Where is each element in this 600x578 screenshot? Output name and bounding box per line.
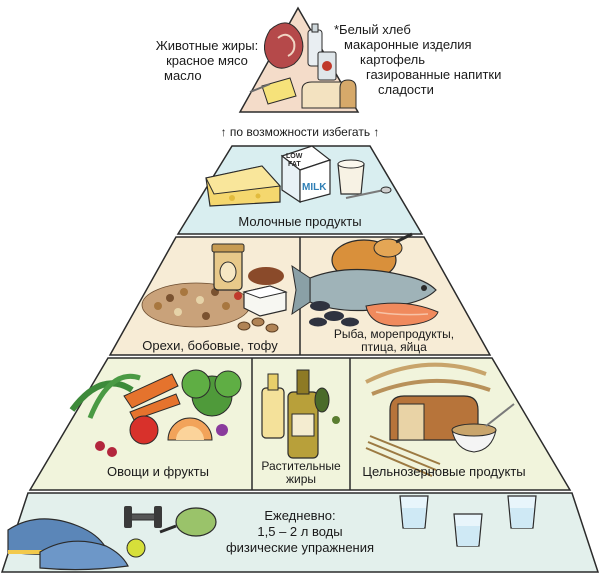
sneakers-icon xyxy=(7,518,129,571)
water-glass-3-icon xyxy=(507,495,537,529)
milk-carton-text-1: LOW xyxy=(286,153,303,160)
oil-bottles-icon xyxy=(261,369,340,459)
tofu-icon xyxy=(242,285,288,317)
nuts-legumes-tofu-label: Орехи, бобовые, тофу xyxy=(142,338,278,353)
whole-grains-label: Цельнозерновые продукты xyxy=(362,464,526,479)
tennis-ball-icon xyxy=(126,538,146,558)
vegetables-fruits-label: Овощи и фрукты xyxy=(107,464,209,479)
fish-poultry-eggs-label: Рыба, морепродукты, птица, яйца xyxy=(304,328,484,354)
top-right-line-4: газированные напитки xyxy=(366,67,502,82)
milk-carton-icon: LOW FAT MILK xyxy=(280,145,332,204)
red-meat-icon xyxy=(264,22,304,69)
daily-label: Ежедневно: 1,5 – 2 л воды физические упр… xyxy=(215,508,385,556)
dumbbell-icon xyxy=(124,506,162,528)
vegetable-oils-line-2: жиры xyxy=(285,472,317,486)
salmon-fillet-icon xyxy=(365,302,439,327)
nuts-beans-pile-icon xyxy=(141,282,279,333)
vegetable-oils-line-1: Растительные xyxy=(261,459,341,473)
whole-grains-icon xyxy=(365,362,515,477)
fish-poultry-eggs-line-2: птица, яйца xyxy=(361,340,427,354)
bread-loaf-icon xyxy=(301,79,357,109)
daily-line-3: физические упражнения xyxy=(225,540,375,555)
yogurt-icon xyxy=(337,159,392,199)
milk-carton-text-3: MILK xyxy=(302,182,327,193)
milk-carton-text-2: FAT xyxy=(288,161,301,168)
butter-icon xyxy=(249,77,297,105)
fish-icon xyxy=(291,264,437,316)
can-icon xyxy=(317,51,337,81)
top-left-line-3: масло xyxy=(164,68,202,83)
mussels-icon xyxy=(309,301,359,327)
top-right-line-2: макаронные изделия xyxy=(344,37,472,52)
top-right-line-1: *Белый хлеб xyxy=(334,22,411,37)
vegetable-oils-label: Растительные жиры xyxy=(256,460,346,486)
avoid-note: ↑ по возможности избегать ↑ xyxy=(220,125,380,139)
top-right-caption: *Белый хлеб макаронные изделия картофель… xyxy=(330,22,501,97)
water-glass-2-icon xyxy=(453,513,483,547)
jar-icon xyxy=(211,243,245,291)
dairy-label: Молочные продукты xyxy=(238,214,362,229)
daily-line-1: Ежедневно: xyxy=(264,508,336,523)
fish-poultry-eggs-line-1: Рыба, морепродукты, xyxy=(333,327,455,341)
top-right-line-3: картофель xyxy=(360,52,426,67)
top-left-caption: Животные жиры: красное мясо масло xyxy=(148,38,266,83)
water-glass-1-icon xyxy=(399,495,429,529)
racket-icon xyxy=(159,507,217,537)
top-right-line-5: сладости xyxy=(378,82,434,97)
top-left-line-2: красное мясо xyxy=(166,53,248,68)
spice-pile-icon xyxy=(248,267,284,285)
vegetables-fruits-icon xyxy=(69,369,242,457)
top-left-line-1: Животные жиры: xyxy=(155,38,259,53)
daily-line-2: 1,5 – 2 л воды xyxy=(257,524,343,539)
cheese-icon xyxy=(205,165,282,207)
